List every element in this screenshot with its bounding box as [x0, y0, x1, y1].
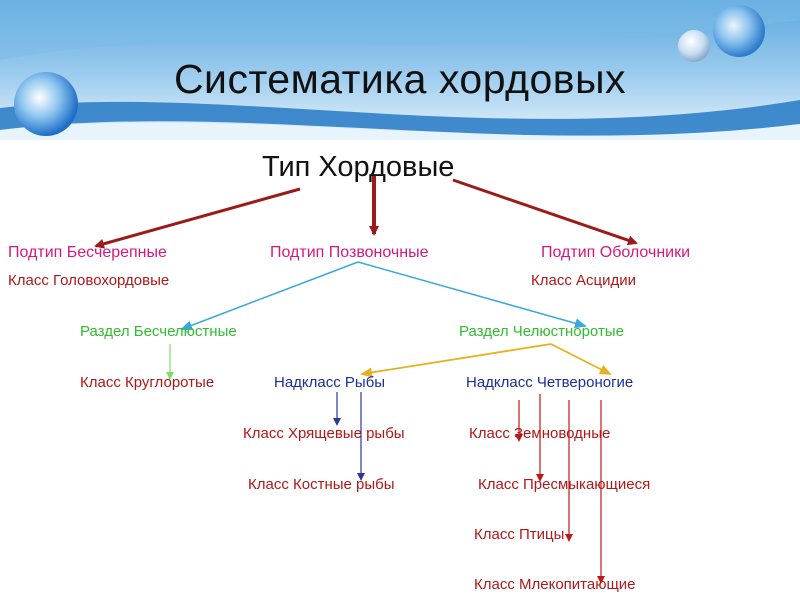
slide-title: Систематика хордовых: [173, 56, 627, 102]
class-mammalia-label: Класс Млекопитающие: [474, 576, 636, 593]
arrow-root-to-tunicata: [452, 178, 638, 246]
superclass-pisces-label: Надкласс Рыбы: [274, 374, 386, 391]
arrow-gnathostomata-to-tetrapoda: [550, 343, 612, 375]
arrow-vertebrata-to-agnatha: [180, 261, 359, 331]
header-banner: [0, 0, 800, 140]
type-chordata-label: Тип Хордовые: [262, 151, 455, 183]
subtype-tunicata-label: Подтип Оболочники: [541, 244, 691, 261]
arrow-vertebrata-to-gnathostomata: [357, 261, 587, 329]
class-ascidiacea-label: Класс Асцидии: [531, 272, 636, 289]
class-amphibia-label: Класс Земноводные: [469, 425, 611, 442]
class-chondrichthyes-label: Класс Хрящевые рыбы: [243, 425, 405, 442]
subtype-vertebrata-label: Подтип Позвоночные: [270, 244, 429, 261]
arrow-gnathostomata-to-pisces: [360, 343, 552, 378]
banner-light-wave: [0, 0, 800, 60]
division-gnathostomata-label: Раздел Челюстноротые: [459, 323, 624, 340]
banner-dark-wave: [0, 100, 800, 136]
class-cephalochordata-label: Класс Головохордовые: [8, 272, 170, 289]
class-aves-label: Класс Птицы: [474, 526, 565, 543]
subtype-acrania-label: Подтип Бесчерепные: [8, 244, 167, 261]
arrow-root-to-acrania: [94, 187, 301, 249]
class-cyclostomata-label: Класс Круглоротые: [80, 374, 215, 391]
division-agnatha-label: Раздел Бесчелюстные: [80, 323, 237, 340]
banner-pale-wave: [0, 122, 800, 140]
class-reptilia-label: Класс Пресмыкающиеся: [478, 476, 651, 493]
class-osteichthyes-label: Класс Костные рыбы: [248, 476, 395, 493]
small-orb-icon: [678, 30, 710, 62]
large-orb-icon: [14, 72, 78, 136]
medium-orb-icon: [713, 5, 765, 57]
superclass-tetrapoda-label: Надкласс Четвероногие: [466, 374, 634, 391]
